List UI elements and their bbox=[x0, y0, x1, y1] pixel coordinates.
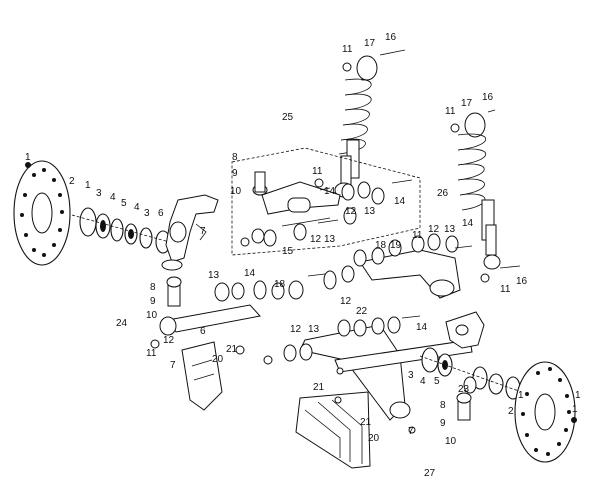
left-skid-plate bbox=[181, 341, 223, 411]
callout-label: 2 bbox=[508, 406, 514, 417]
upper-a-arm-right bbox=[353, 233, 461, 299]
callout-label: 14 bbox=[394, 196, 406, 207]
callout-label: 12 bbox=[290, 324, 302, 335]
callout-label: 18 bbox=[375, 240, 387, 251]
callout-label: 14 bbox=[462, 218, 474, 229]
callout-label: 9 bbox=[232, 168, 238, 179]
callout-label: 11 bbox=[146, 348, 157, 359]
callout-label: 20 bbox=[212, 354, 224, 365]
callout-label: 27 bbox=[424, 468, 436, 479]
callout-label: 21 bbox=[313, 382, 325, 393]
callout-label: 14 bbox=[244, 268, 256, 279]
callout-label: 1 bbox=[575, 390, 581, 401]
callout-label: 13 bbox=[444, 224, 456, 235]
callout-label: 4 bbox=[110, 192, 116, 203]
callout-label: 21 bbox=[360, 417, 372, 428]
callout-label: 3 bbox=[96, 188, 102, 199]
callout-label: 5 bbox=[121, 198, 127, 209]
lower-a-arm bbox=[283, 316, 473, 421]
callout-label: 8 bbox=[440, 400, 446, 411]
right-steering-knuckle bbox=[445, 311, 485, 421]
callout-label: 17 bbox=[461, 98, 473, 109]
callout-label: 12 bbox=[345, 206, 357, 217]
callout-label: 11 bbox=[312, 166, 323, 177]
callout-label: 16 bbox=[482, 92, 494, 103]
callout-label: 23 bbox=[458, 384, 470, 395]
callout-label: 25 bbox=[282, 112, 294, 123]
callout-labels: 16 17 11 16 17 11 25 1 2 1 3 4 5 4 3 6 7… bbox=[25, 32, 581, 479]
callout-label: 4 bbox=[134, 202, 140, 213]
callout-label: 8 bbox=[232, 152, 238, 163]
callout-label: 1 bbox=[572, 404, 578, 415]
callout-label: 13 bbox=[308, 324, 320, 335]
callout-label: 13 bbox=[208, 270, 220, 281]
left-steering-knuckle bbox=[161, 194, 219, 271]
callout-label: 11 bbox=[342, 44, 353, 55]
callout-label: 6 bbox=[200, 326, 206, 337]
callout-label: 12 bbox=[163, 335, 175, 346]
callout-label: 2 bbox=[69, 176, 75, 187]
upper-a-arm-group bbox=[231, 147, 421, 256]
callout-label: 13 bbox=[324, 234, 336, 245]
callout-label: 12 bbox=[428, 224, 440, 235]
callout-label: 10 bbox=[146, 310, 158, 321]
callout-label: 24 bbox=[116, 318, 128, 329]
right-hub-bearing-stack bbox=[419, 347, 531, 400]
shock-absorber-front bbox=[457, 112, 501, 270]
callout-label: 3 bbox=[144, 208, 150, 219]
shock-absorber-rear bbox=[334, 55, 378, 198]
callout-label: 26 bbox=[437, 188, 449, 199]
callout-label: 19 bbox=[390, 240, 402, 251]
left-hub-bearing-stack bbox=[71, 207, 181, 254]
callout-label: 1 bbox=[25, 152, 31, 163]
callout-label: 9 bbox=[440, 418, 446, 429]
callout-label: 11 bbox=[445, 106, 456, 117]
callout-label: 11 bbox=[412, 230, 423, 241]
callout-label: 22 bbox=[356, 306, 368, 317]
callout-label: 13 bbox=[364, 206, 376, 217]
callout-label: 20 bbox=[368, 433, 380, 444]
fasteners bbox=[25, 49, 577, 434]
callout-label: 11 bbox=[500, 284, 511, 295]
callout-label: 1 bbox=[85, 180, 91, 191]
callout-label: 17 bbox=[364, 38, 376, 49]
callout-label: 1 bbox=[518, 390, 524, 401]
callout-label: 3 bbox=[408, 370, 414, 381]
callout-label: 15 bbox=[282, 246, 294, 257]
callout-label: 4 bbox=[420, 376, 426, 387]
callout-label: 21 bbox=[226, 344, 238, 355]
callout-label: 14 bbox=[324, 186, 336, 197]
callout-label: 10 bbox=[445, 436, 457, 447]
callout-label: 6 bbox=[158, 208, 164, 219]
callout-label: 16 bbox=[516, 276, 528, 287]
callout-label: 12 bbox=[310, 234, 322, 245]
callout-label: 7 bbox=[200, 226, 206, 237]
callout-label: 10 bbox=[230, 186, 242, 197]
callout-label: 7 bbox=[408, 426, 414, 437]
center-skid-plate bbox=[295, 391, 371, 469]
right-brake-disc bbox=[514, 361, 576, 463]
callout-label: 8 bbox=[150, 282, 156, 293]
callout-label: 16 bbox=[385, 32, 397, 43]
callout-label: 18 bbox=[274, 279, 286, 290]
callout-label: 5 bbox=[434, 376, 440, 387]
callout-label: 12 bbox=[340, 296, 352, 307]
callout-label: 9 bbox=[150, 296, 156, 307]
callout-label: 14 bbox=[416, 322, 428, 333]
callout-label: 7 bbox=[170, 360, 176, 371]
left-brake-disc bbox=[13, 160, 71, 266]
left-lower-linkage bbox=[159, 265, 355, 336]
